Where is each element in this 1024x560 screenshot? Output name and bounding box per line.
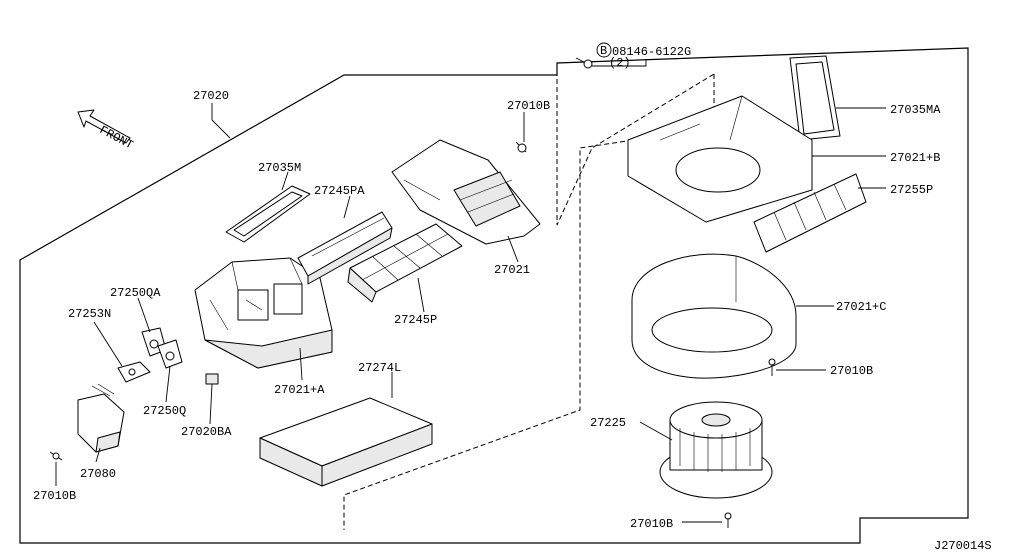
label-27035m: 27035M — [258, 161, 301, 175]
label-27021a: 27021+A — [274, 383, 325, 397]
outer-boundary-frame — [19, 47, 969, 544]
leader-lines — [55, 60, 886, 523]
filter-grid-27245p-icon — [347, 223, 463, 303]
label-27245p: 27245P — [394, 313, 437, 327]
label-27253n: 27253N — [68, 307, 111, 321]
label-27010b-right: 27010B — [830, 364, 873, 378]
actuator-27250q-icon — [157, 339, 183, 369]
label-27080: 27080 — [80, 467, 116, 481]
diagram-code: J270014S — [934, 539, 992, 553]
bolt-08146-6122g-icon — [575, 57, 593, 69]
label-27020: 27020 — [193, 89, 229, 103]
upper-case-27021b-icon — [627, 95, 813, 223]
label-27021c: 27021+C — [836, 300, 886, 314]
label-27010b-top: 27010B — [507, 99, 550, 113]
label-27035ma: 27035MA — [890, 103, 941, 117]
bolt-27010b-right-icon — [768, 358, 776, 376]
clip-27020ba-icon — [205, 373, 219, 385]
label-27250q: 27250Q — [143, 404, 186, 418]
label-27250qa: 27250QA — [110, 286, 161, 300]
cabin-filter-27274l-icon — [259, 397, 433, 487]
label-27255p: 27255P — [890, 183, 933, 197]
label-27021: 27021 — [494, 263, 530, 277]
filter-27255p-icon — [753, 173, 867, 253]
bolt-callout-part: 08146-6122G — [612, 45, 691, 59]
hvac-case-27021a-icon — [194, 257, 333, 369]
sub-assembly-dashed-boundary — [556, 63, 715, 226]
label-27274l: 27274L — [358, 361, 401, 375]
resistor-27080-icon — [77, 383, 125, 453]
bolt-27010b-top-icon — [515, 141, 527, 153]
bolt-callout-prefix: B — [600, 44, 607, 58]
label-27225: 27225 — [590, 416, 626, 430]
intake-duct-27021-icon — [391, 139, 541, 245]
blower-motor-27225-icon — [659, 401, 773, 499]
link-lever-27253n-icon — [117, 361, 151, 383]
scroll-housing-27021c-icon — [631, 253, 797, 379]
seal-27035ma-icon — [789, 55, 841, 141]
label-27020ba: 27020BA — [181, 425, 232, 439]
label-27021b: 27021+B — [890, 151, 940, 165]
bolt-27010b-bottom-icon — [724, 512, 732, 528]
label-27010b-left: 27010B — [33, 489, 76, 503]
label-27245pa: 27245PA — [314, 184, 365, 198]
bolt-27010b-left-icon — [49, 451, 63, 461]
bolt-callout: B 08146-6122G (2) — [596, 42, 691, 70]
bolt-callout-qty: (2) — [609, 56, 631, 70]
front-label: FRONT — [97, 123, 135, 152]
gasket-27035m-icon — [225, 185, 311, 243]
front-direction-arrow-icon — [77, 109, 131, 144]
filter-frame-27245pa-icon — [297, 211, 393, 285]
label-27010b-bottom: 27010B — [630, 517, 673, 531]
